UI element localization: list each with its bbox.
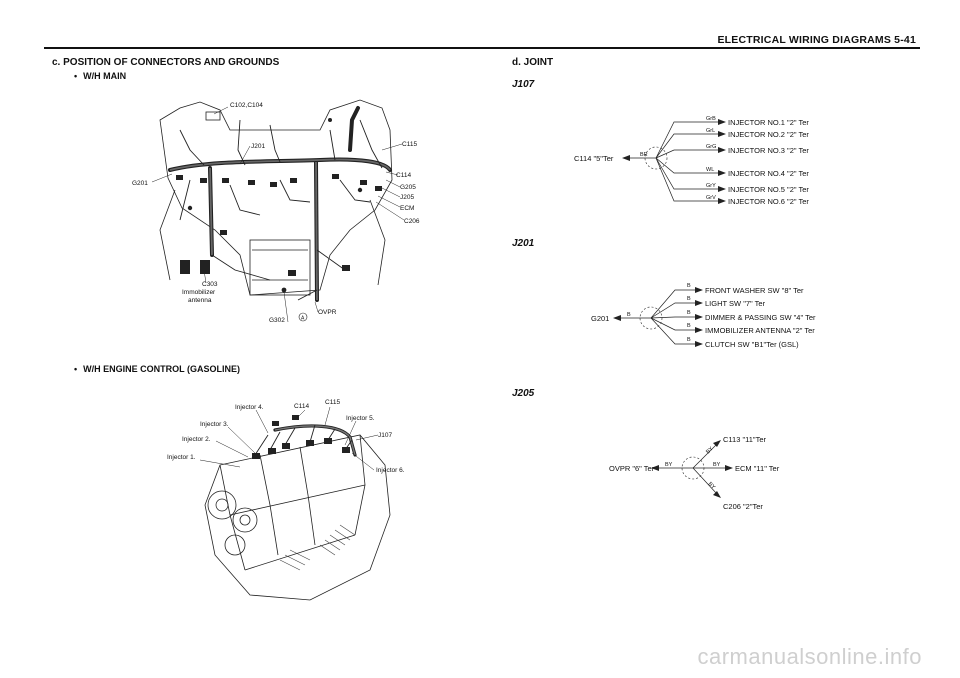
j107-wire-5: GrY [706, 183, 716, 189]
j107-wire-1: GrB [706, 116, 716, 122]
j107-source: C114 "5"Ter [574, 154, 614, 163]
label-injector-1: Injector 1. [167, 454, 196, 461]
label-a: A [301, 316, 305, 322]
j201-target-3: DIMMER & PASSING SW "4" Ter [705, 313, 816, 322]
j201-target-4: IMMOBILIZER ANTENNA "2" Ter [705, 326, 815, 335]
label-immobilizer: Immobilizer [182, 289, 216, 296]
j205-source: OVPR "6" Ter [609, 464, 655, 473]
j107-wire-3: GrG [706, 144, 716, 150]
label-injector-6: Injector 6. [376, 467, 405, 474]
joint-j205-title: J205 [512, 388, 535, 399]
wh-engine-diagram: Injector 4. C114 C115 Injector 5. Inject… [167, 399, 405, 601]
watermark: carmanualsonline.info [697, 644, 922, 669]
j201-wire-1: B [687, 283, 691, 289]
j201-source: G201 [591, 314, 609, 323]
j205-target-1: C113 "11"Ter [723, 435, 766, 444]
label-j205: J205 [400, 194, 414, 201]
j107-wire-6: GrV [706, 195, 716, 201]
j201-target-5: CLUTCH SW "B1"Ter (GSL) [705, 340, 799, 349]
label-c102-c104: C102,C104 [230, 102, 263, 109]
j201-wire-2: B [687, 296, 691, 302]
joint-j201-title: J201 [512, 238, 535, 249]
label-injector-3: Injector 3. [200, 421, 229, 428]
joint-j201-diagram: G201 B B B B B B FRONT WASHER SW "8" Ter… [591, 283, 816, 349]
page-header-title: ELECTRICAL WIRING DIAGRAMS 5-41 [717, 34, 916, 46]
label-g201: G201 [132, 180, 148, 187]
label-engine-c114: C114 [294, 403, 309, 410]
j107-wire-4: WL [706, 167, 714, 173]
j107-source-wire: BR [640, 152, 648, 158]
label-injector-4: Injector 4. [235, 404, 264, 411]
header-rule [44, 47, 920, 49]
j107-target-1: INJECTOR NO.1 "2" Ter [728, 118, 809, 127]
label-j201: J201 [251, 143, 265, 150]
j205-target-2: ECM "11" Ter [735, 464, 780, 473]
j205-source-wire: BY [665, 462, 673, 468]
j107-target-4: INJECTOR NO.4 "2" Ter [728, 169, 809, 178]
label-c303: C303 [202, 281, 218, 288]
label-g302: G302 [269, 317, 285, 324]
label-ovpr: OVPR [318, 309, 337, 316]
joint-j107-title: J107 [512, 79, 535, 90]
label-injector-2: Injector 2. [182, 436, 211, 443]
label-engine-c115: C115 [325, 399, 340, 406]
label-c115: C115 [402, 141, 417, 148]
section-d-title: d. JOINT [512, 57, 554, 68]
j201-wire-4: B [687, 323, 691, 329]
bullet-wh-main: W/H MAIN [74, 71, 126, 81]
label-c206: C206 [404, 218, 420, 225]
wh-main-diagram: C102,C104 J201 C115 G201 C114 G205 J205 … [132, 99, 420, 324]
j107-target-3: INJECTOR NO.3 "2" Ter [728, 146, 809, 155]
j107-target-2: INJECTOR NO.2 "2" Ter [728, 130, 809, 139]
section-c-title: c. POSITION OF CONNECTORS AND GROUNDS [52, 57, 280, 68]
j201-source-wire: B [627, 312, 631, 318]
j205-wire-2: BY [713, 462, 721, 468]
j107-target-5: INJECTOR NO.5 "2" Ter [728, 185, 809, 194]
j107-wire-2: GrL [706, 128, 715, 134]
j205-wire-3: BY [707, 481, 717, 491]
j201-target-2: LIGHT SW "7" Ter [705, 299, 766, 308]
label-ecm: ECM [400, 205, 414, 212]
j201-wire-5: B [687, 337, 691, 343]
j201-wire-3: B [687, 310, 691, 316]
bullet-wh-engine: W/H ENGINE CONTROL (GASOLINE) [74, 364, 240, 374]
label-injector-5: Injector 5. [346, 415, 375, 422]
label-j107: J107 [378, 432, 392, 439]
joint-j107-diagram: C114 "5"Ter BR GrB GrL GrG WL GrY GrV IN… [574, 116, 809, 206]
j201-target-1: FRONT WASHER SW "8" Ter [705, 286, 804, 295]
label-g205: G205 [400, 184, 416, 191]
label-antenna: antenna [188, 297, 212, 304]
j205-target-3: C206 "2"Ter [723, 502, 763, 511]
j107-target-6: INJECTOR NO.6 "2" Ter [728, 197, 809, 206]
label-c114: C114 [396, 172, 411, 179]
j205-wire-1: BY [705, 446, 715, 456]
joint-j205-diagram: OVPR "6" Ter BY BY BY BY C113 "11"Ter EC… [609, 435, 780, 511]
